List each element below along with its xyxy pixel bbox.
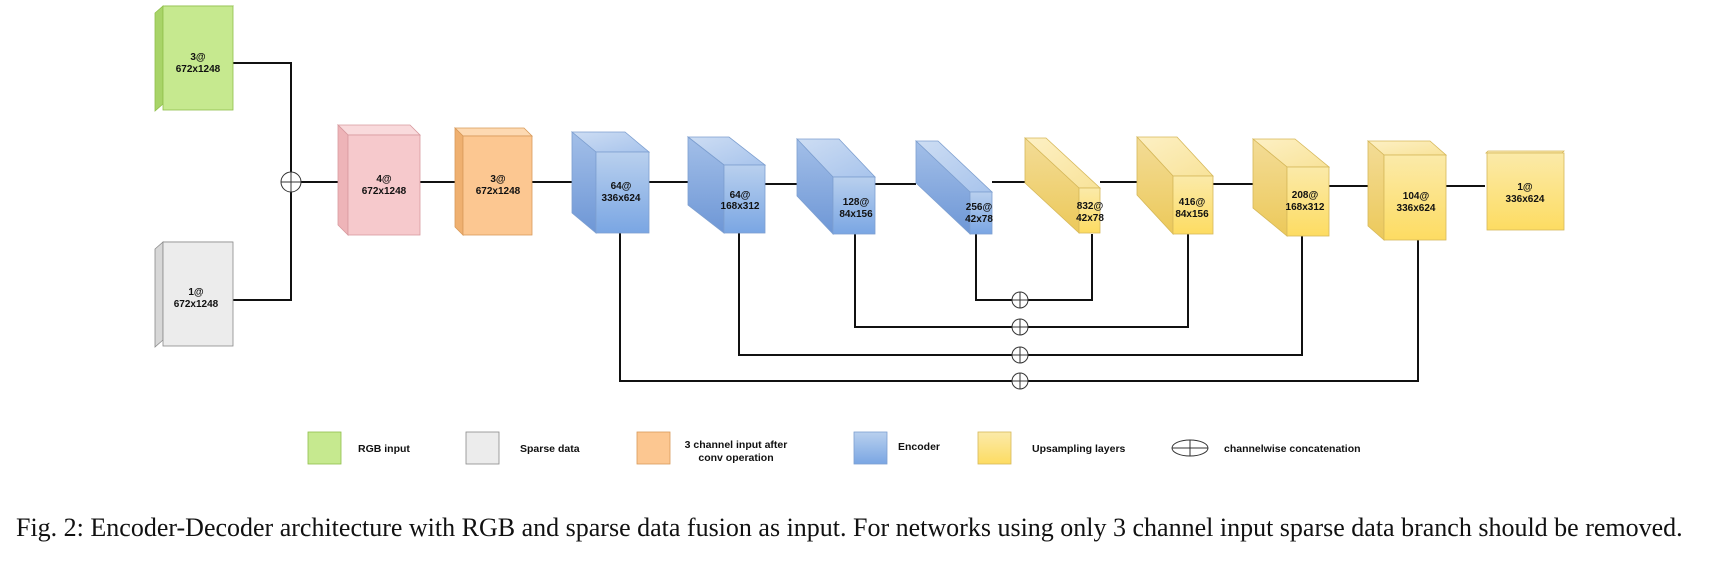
block-label-bottom: 84x156 [1175,209,1209,220]
legend-item-concat: channelwise concatenation [1171,439,1361,457]
block-label-top: 256@ [966,202,993,213]
block-decoder-1: 832@ 42x78 [1023,137,1104,234]
block-decoder-4: 104@ 336x624 [1366,140,1448,241]
legend-label-upsampling: Upsampling layers [1032,443,1126,455]
legend-item-rgb: RGB input [307,431,410,465]
legend-item-encoder: Encoder [853,431,940,465]
legend-label-sparse: Sparse data [520,443,580,455]
block-sparse-input: 1@ 672x1248 [154,241,234,348]
block-label-bottom: 672x1248 [176,64,221,75]
block-label-top: 64@ [611,181,632,192]
legend-label-conv-line1: 3 channel input after [685,439,788,451]
concat-symbol-1 [1011,291,1029,309]
block-label-bottom: 336x624 [1506,194,1545,205]
block-label-bottom: 336x624 [602,193,641,204]
legend-label-concat: channelwise concatenation [1224,443,1361,455]
block-label-bottom: 84x156 [839,209,873,220]
legend-swatch-rgb [307,431,342,465]
block-label-bottom: 168x312 [721,201,760,212]
skip-line-1 [975,234,1093,301]
block-fused-input: 4@ 672x1248 [337,124,421,236]
block-label-bottom: 336x624 [1397,203,1436,214]
block-label-top: 64@ [730,190,751,201]
concat-symbol-input [280,171,302,193]
legend-item-sparse: Sparse data [465,431,580,465]
legend-item-upsampling: Upsampling layers [977,431,1126,465]
legend-label-rgb: RGB input [358,443,410,455]
concat-symbol-2 [1011,318,1029,336]
legend-swatch-upsampling [977,431,1012,465]
block-label-top: 832@ [1077,201,1104,212]
legend-item-conv: 3 channel input after conv operation [636,431,788,465]
block-label-bottom: 42x78 [1076,213,1104,224]
block-label-top: 416@ [1179,197,1206,208]
architecture-diagram: 3@ 672x1248 1@ 672x1248 4@ 672x1248 3@ 6… [154,5,1565,465]
block-label-top: 208@ [1292,190,1319,201]
block-label-bottom: 672x1248 [362,186,407,197]
block-label-top: 3@ [490,174,506,185]
concat-symbol-3 [1011,346,1029,364]
block-output: 1@ 336x624 [1485,150,1565,231]
block-encoder-1: 64@ 336x624 [570,131,651,234]
sparse-branch-line [232,184,292,301]
legend-label-encoder: Encoder [898,441,940,453]
block-label-top: 1@ [1517,182,1533,193]
figure-caption: Fig. 2: Encoder-Decoder architecture wit… [16,513,1683,542]
block-label-top: 1@ [188,287,204,298]
block-label-bottom: 672x1248 [476,186,521,197]
rgb-branch-line [233,62,292,181]
block-label-top: 104@ [1403,191,1430,202]
block-encoder-2: 64@ 168x312 [686,136,767,234]
concat-symbol-4 [1011,372,1029,390]
block-conv-output: 3@ 672x1248 [454,127,533,236]
legend-swatch-conv [636,431,671,465]
concat-symbols [280,171,1029,390]
block-label-bottom: 672x1248 [174,299,219,310]
legend-swatch-sparse [465,431,500,465]
block-label-bottom: 168x312 [1286,202,1325,213]
block-decoder-2: 416@ 84x156 [1136,135,1214,236]
legend-label-conv-line2: conv operation [698,452,773,464]
block-encoder-3: 128@ 84x156 [796,137,876,236]
block-label-top: 3@ [190,52,206,63]
block-decoder-3: 208@ 168x312 [1251,138,1331,237]
block-label-top: 4@ [376,174,392,185]
skip-line-2 [854,234,1189,328]
block-rgb-input: 3@ 672x1248 [154,5,235,112]
block-label-bottom: 42x78 [965,214,993,225]
block-label-top: 128@ [843,197,870,208]
legend-swatch-encoder [853,431,888,465]
block-encoder-4: 256@ 42x78 [914,140,993,235]
legend: RGB input Sparse data 3 channel input af… [307,431,1361,465]
